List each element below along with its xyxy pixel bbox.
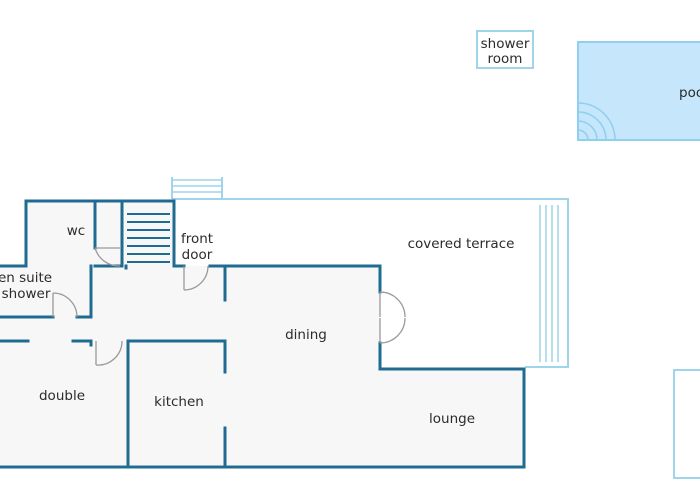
label-front-door-2: door <box>182 247 213 263</box>
label-en-suite-shower-2: shower <box>2 286 51 302</box>
label-front-door: front <box>181 231 213 247</box>
label-shower-room: shower <box>481 36 530 52</box>
label-pool: pool <box>679 85 700 101</box>
label-en-suite-shower: en suite <box>0 270 52 286</box>
doors <box>52 247 406 366</box>
label-wc: wc <box>67 223 85 239</box>
label-kitchen: kitchen <box>154 394 204 410</box>
label-covered-terrace: covered terrace <box>408 236 515 252</box>
label-dining: dining <box>285 327 327 343</box>
interior-walls <box>0 199 227 469</box>
pool <box>577 41 700 141</box>
shower-room <box>476 30 534 69</box>
staircase <box>127 213 170 263</box>
label-lounge: lounge <box>429 411 475 427</box>
label-double: double <box>39 388 85 404</box>
outbuilding-edge <box>673 369 700 479</box>
exterior-walls <box>0 199 526 469</box>
pool-steps <box>577 102 616 141</box>
label-shower-room-2: room <box>488 51 523 67</box>
house-floor <box>0 201 524 465</box>
terrace-railing <box>172 179 559 362</box>
